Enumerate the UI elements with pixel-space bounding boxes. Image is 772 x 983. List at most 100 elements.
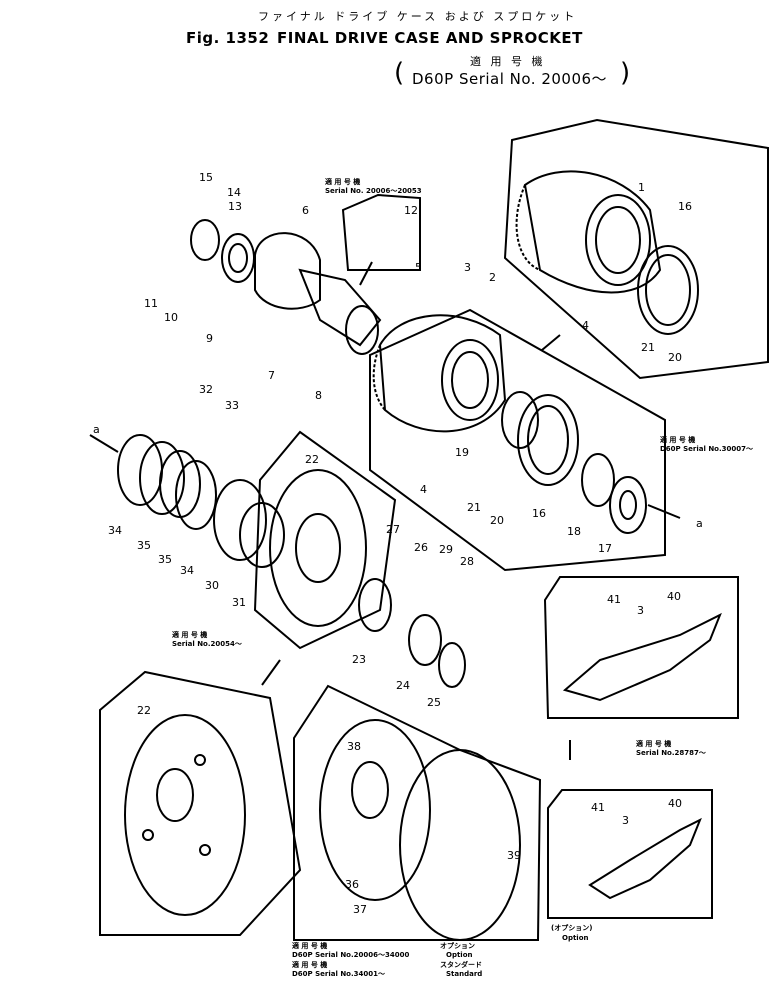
bottom-line-2-tag-jp: スタンダード	[440, 961, 482, 969]
part-number-16-main: 16	[532, 507, 546, 520]
part-number-5: 5	[415, 261, 422, 274]
sprocket-shoe-bottom	[588, 817, 702, 900]
part-number-40-top: 40	[667, 590, 681, 603]
part-number-21-main: 21	[467, 501, 481, 514]
bottom-line-1: D60P Serial No.20006～34000	[292, 951, 410, 959]
part-number-29: 29	[439, 543, 453, 556]
sprocket-hub-mid	[269, 469, 466, 688]
part-number-17: 17	[598, 542, 612, 555]
seal-ring-16-main	[501, 391, 647, 534]
part-number-38: 38	[347, 740, 361, 753]
bottom-line-1-tag: Option	[446, 951, 473, 959]
inset-box-case-upper-right	[503, 118, 769, 380]
part-number-19: 19	[455, 446, 469, 459]
part-number-22-lower: 22	[137, 704, 151, 717]
final-drive-case-main	[372, 314, 507, 433]
part-number-7: 7	[268, 369, 275, 382]
inset-box-shoe-bottom	[547, 789, 713, 919]
part-number-24: 24	[396, 679, 410, 692]
part-number-9: 9	[206, 332, 213, 345]
part-number-41-top: 41	[607, 593, 621, 606]
inset-box-sprocket-bottom	[293, 684, 542, 941]
part-number-30: 30	[205, 579, 219, 592]
part-number-15: 15	[199, 171, 213, 184]
part-number-11: 11	[144, 297, 158, 310]
bottom-jp-2: 適 用 号 機	[292, 961, 328, 969]
part-number-20-upper: 20	[668, 351, 682, 364]
part-number-21-upper: 21	[641, 341, 655, 354]
option-label: Option	[562, 934, 589, 942]
jp-title: ファイナル ドライブ ケース および スプロケット	[258, 10, 578, 23]
part-number-34-left: 34	[108, 524, 122, 537]
part-number-36: 36	[345, 878, 359, 891]
serial-right: D60P Serial No.30007～	[660, 445, 753, 453]
inset-box-sprocket-mid	[253, 430, 397, 650]
fig-label: Fig. 1352	[186, 29, 270, 47]
part-number-34-right: 34	[180, 564, 194, 577]
part-number-14: 14	[227, 186, 241, 199]
seal-ring-16-upper	[637, 245, 699, 335]
inset-box-shoe-top	[543, 576, 739, 719]
direction-arrows	[89, 261, 681, 760]
bottom-line-2: D60P Serial No.34001～	[292, 970, 385, 978]
part-number-41-bottom: 41	[591, 801, 605, 814]
part-number-20-main: 20	[490, 514, 504, 527]
paren-right-icon: )	[620, 58, 631, 88]
serial-top-jp: 適 用 号 機	[325, 178, 361, 186]
part-number-40-bottom: 40	[668, 797, 682, 810]
part-number-39: 39	[507, 849, 521, 862]
part-number-12: 12	[404, 204, 418, 217]
serial-mid-jp: 適 用 号 機	[172, 631, 208, 639]
part-number-35-left: 35	[137, 539, 151, 552]
part-number-4-main: 4	[420, 483, 427, 496]
part-number-2: 2	[489, 271, 496, 284]
part-number-6: 6	[302, 204, 309, 217]
bottom-line-1-tag-jp: オプション	[440, 942, 475, 950]
hub-assembly	[190, 219, 382, 355]
part-number-28: 28	[460, 555, 474, 568]
bottom-jp-1: 適 用 号 機	[292, 942, 328, 950]
part-number-4: 4	[582, 319, 589, 332]
ring-set-left	[117, 434, 285, 568]
bottom-line-2-tag: Standard	[446, 970, 483, 978]
part-number-8: 8	[315, 389, 322, 402]
page-title: FINAL DRIVE CASE AND SPROCKET	[277, 29, 583, 47]
part-number-35-right: 35	[158, 553, 172, 566]
part-number-31: 31	[232, 596, 246, 609]
arrow-mark-right: a	[696, 517, 703, 530]
serial-right-jp: 適 用 号 機	[660, 436, 696, 444]
part-number-3-shoe-bottom: 3	[622, 814, 629, 827]
sprocket-segment-22	[124, 714, 246, 916]
inset-box-case-right	[369, 308, 666, 572]
part-number-18: 18	[567, 525, 581, 538]
part-number-3: 3	[464, 261, 471, 274]
applicable-jp: 適 用 号 機	[470, 55, 546, 68]
part-number-22-mid: 22	[305, 453, 319, 466]
part-number-1: 1	[638, 181, 645, 194]
part-number-27: 27	[386, 523, 400, 536]
applicable-model: D60P Serial No. 20006～	[412, 70, 608, 88]
part-number-23: 23	[352, 653, 366, 666]
part-number-25: 25	[427, 696, 441, 709]
inset-box-serial-top	[341, 193, 421, 271]
part-number-16-upper: 16	[678, 200, 692, 213]
serial-shoe-jp: 適 用 号 機	[636, 740, 672, 748]
part-number-3-shoe-top: 3	[637, 604, 644, 617]
part-number-37: 37	[353, 903, 367, 916]
serial-shoe: Serial No.28787～	[636, 749, 706, 757]
part-number-10: 10	[164, 311, 178, 324]
sprocket-shoe-top	[562, 612, 722, 702]
serial-top: Serial No. 20006～20053	[325, 187, 422, 195]
paren-left-icon: (	[394, 58, 405, 88]
part-number-26: 26	[414, 541, 428, 554]
option-jp: (オプション)	[551, 924, 593, 932]
inset-box-sprocket-left	[99, 670, 302, 936]
arrow-mark-left: a	[93, 423, 100, 436]
sprocket-hub-bottom	[319, 719, 521, 941]
part-number-32: 32	[199, 383, 213, 396]
part-number-13: 13	[228, 200, 242, 213]
serial-mid: Serial No.20054～	[172, 640, 242, 648]
final-drive-case-upper	[515, 170, 662, 294]
part-number-33: 33	[225, 399, 239, 412]
